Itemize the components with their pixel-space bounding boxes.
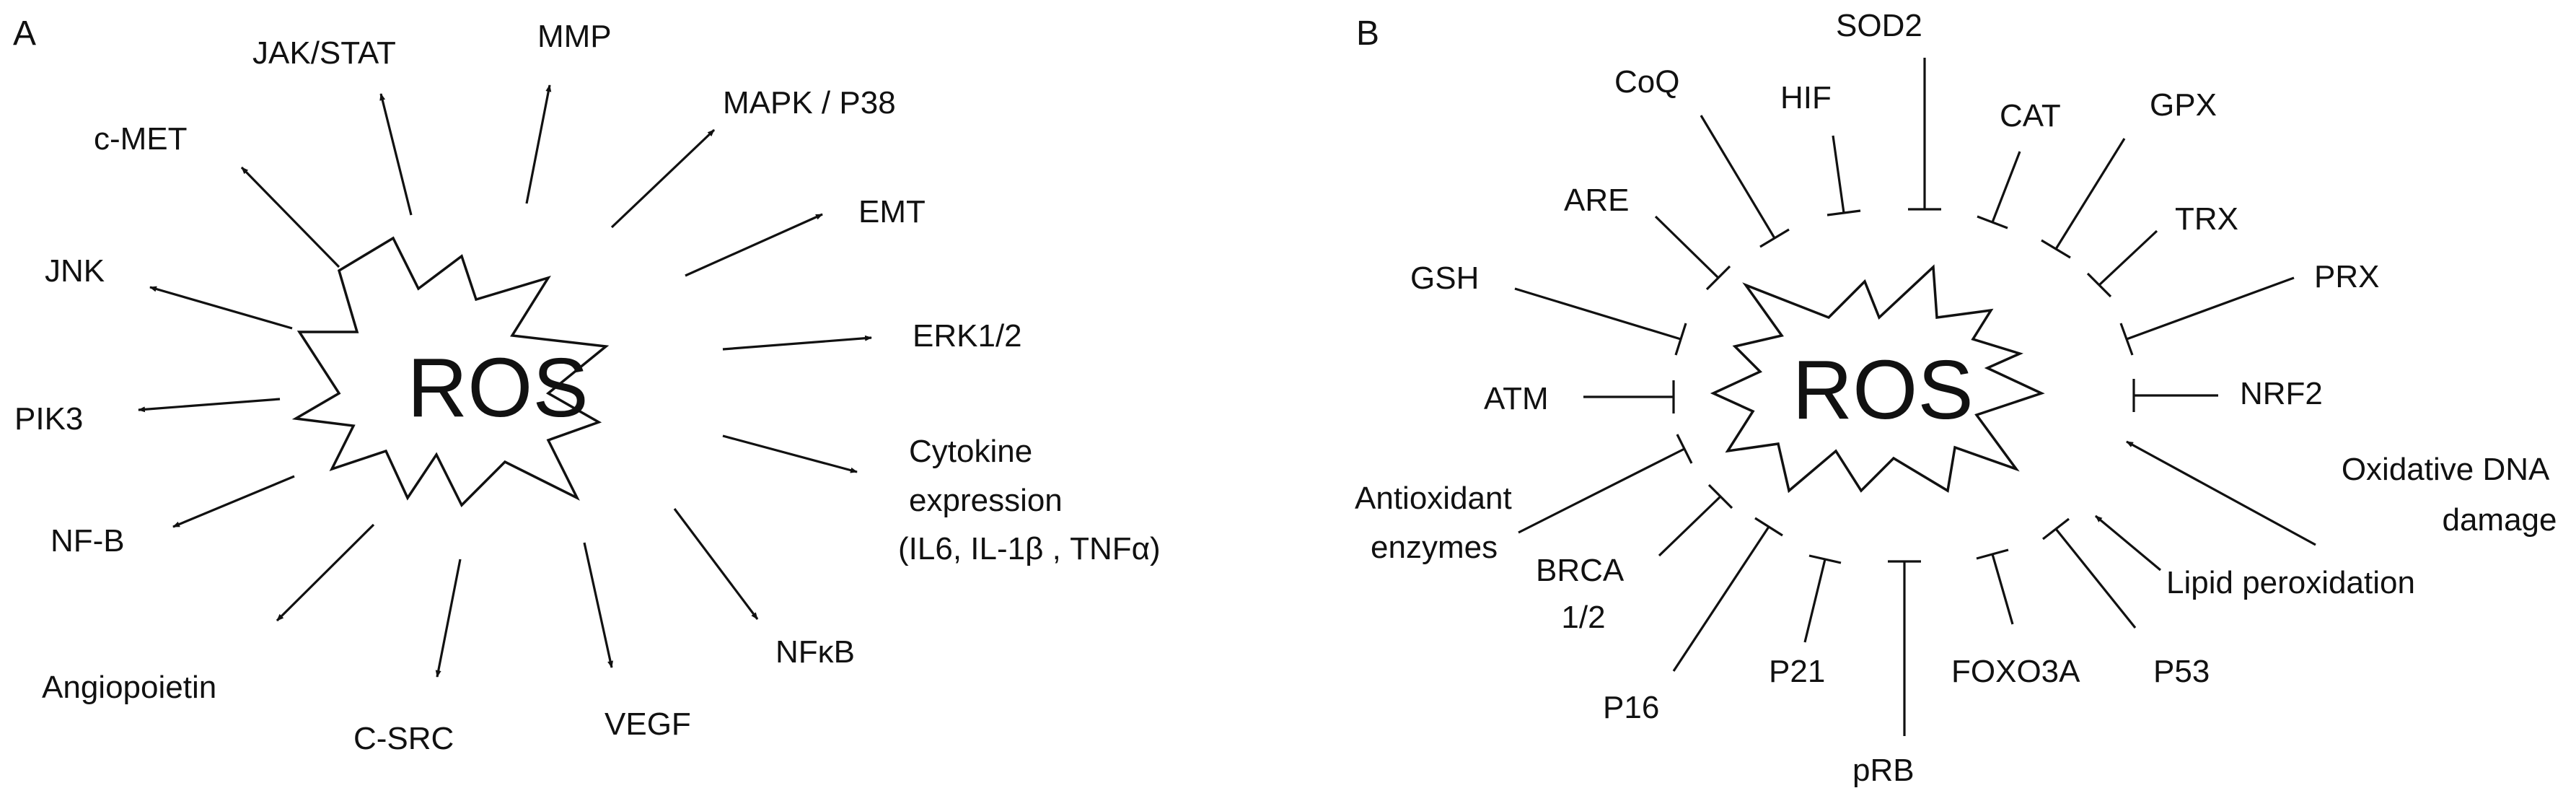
arrow-nfkb bbox=[673, 508, 759, 620]
arrow-angiopoietin bbox=[276, 523, 375, 622]
label-hif: HIF bbox=[1780, 80, 1832, 115]
label-cytokine-line1: Cytokine bbox=[909, 434, 1032, 469]
label-atm: ATM bbox=[1484, 381, 1549, 416]
inhibit-coq bbox=[1700, 115, 1790, 248]
label-oxidative-dna: Oxidative DNA damage bbox=[2342, 452, 2557, 538]
label-c-met: c-MET bbox=[94, 121, 188, 157]
label-are: ARE bbox=[1564, 183, 1629, 218]
inhibit-hif bbox=[1827, 135, 1861, 216]
inhibit-prx bbox=[2119, 276, 2295, 356]
inhibit-are bbox=[1654, 215, 1731, 291]
inhibit-p53 bbox=[2042, 517, 2137, 629]
label-c-src: C-SRC bbox=[353, 721, 454, 756]
panel-a: A ROS JAK/STAT MMP c-MET MAPK / P38 EMT … bbox=[13, 14, 1161, 756]
label-mmp: MMP bbox=[537, 19, 612, 54]
inhibit-sod2 bbox=[1908, 58, 1941, 211]
label-cytokine-line2: expression bbox=[909, 483, 1063, 518]
label-pik3: PIK3 bbox=[14, 401, 83, 437]
arrow-emt bbox=[685, 213, 823, 277]
arrow-jak-stat bbox=[379, 93, 413, 216]
label-brca-line1: BRCA bbox=[1536, 553, 1625, 588]
inhibit-foxo3a bbox=[1976, 548, 2014, 625]
panel-b-ros-burst bbox=[1710, 264, 2045, 494]
arrow-vegf bbox=[583, 542, 613, 668]
inhibit-atm bbox=[1583, 380, 1675, 413]
arrow-erk bbox=[722, 335, 872, 351]
arrow-c-src bbox=[435, 559, 462, 678]
label-sod2: SOD2 bbox=[1836, 8, 1922, 43]
arrow-c-met bbox=[240, 166, 340, 268]
label-p21: P21 bbox=[1769, 654, 1825, 689]
label-foxo3a: FOXO3A bbox=[1951, 654, 2080, 689]
label-jak-stat: JAK/STAT bbox=[252, 35, 396, 71]
panel-a-letter: A bbox=[13, 14, 36, 53]
panel-b: B ROS bbox=[1355, 8, 2557, 788]
label-prb: pRB bbox=[1852, 753, 1915, 788]
inhibit-gsh bbox=[1514, 287, 1687, 356]
inhibit-gpx bbox=[2041, 138, 2126, 259]
inhibit-trx bbox=[2086, 229, 2158, 298]
label-vegf: VEGF bbox=[605, 706, 691, 742]
label-p16: P16 bbox=[1603, 690, 1659, 725]
label-emt: EMT bbox=[858, 194, 926, 229]
inhibit-p21 bbox=[1803, 554, 1842, 643]
inhibit-cat bbox=[1977, 151, 2021, 229]
arrow-lipid bbox=[2094, 515, 2162, 572]
label-nrf2: NRF2 bbox=[2240, 376, 2323, 411]
label-brca-line2: 1/2 bbox=[1561, 600, 1605, 635]
label-p53: P53 bbox=[2153, 654, 2210, 689]
label-lipid: Lipid peroxidation bbox=[2166, 565, 2415, 600]
inhibit-brca bbox=[1658, 483, 1733, 557]
inhibit-p16 bbox=[1672, 517, 1783, 672]
arrow-mapk bbox=[610, 128, 716, 229]
arrow-cytokine bbox=[722, 434, 858, 473]
label-brca: BRCA 1/2 bbox=[1536, 553, 1631, 635]
arrow-mmp bbox=[525, 84, 552, 204]
label-antioxidant: Antioxidant enzymes bbox=[1355, 481, 1521, 565]
arrow-nf-b bbox=[172, 475, 295, 528]
label-gpx: GPX bbox=[2150, 87, 2217, 123]
label-nf-b: NF-B bbox=[50, 523, 125, 559]
label-oxidative-dna-line2: damage bbox=[2442, 502, 2557, 538]
panel-a-ros-burst bbox=[291, 236, 610, 507]
panel-b-letter: B bbox=[1356, 14, 1379, 53]
label-oxidative-dna-line1: Oxidative DNA bbox=[2342, 452, 2550, 487]
label-coq: CoQ bbox=[1614, 64, 1679, 100]
inhibit-antioxidant bbox=[1518, 434, 1693, 534]
label-trx: TRX bbox=[2175, 201, 2238, 237]
label-jnk: JNK bbox=[45, 253, 105, 289]
label-cytokine: Cytokine expression (IL6, IL-1β , TNFα) bbox=[898, 434, 1161, 566]
label-mapk: MAPK / P38 bbox=[723, 85, 896, 121]
panel-a-ros-label: ROS bbox=[407, 341, 588, 434]
arrow-oxidative-dna bbox=[2126, 440, 2316, 546]
label-prx: PRX bbox=[2314, 259, 2379, 294]
arrow-jnk bbox=[149, 286, 293, 330]
label-gsh: GSH bbox=[1410, 261, 1479, 296]
label-cat: CAT bbox=[2000, 98, 2061, 134]
inhibit-nrf2 bbox=[2132, 379, 2218, 412]
label-erk: ERK1/2 bbox=[913, 318, 1022, 354]
inhibit-prb bbox=[1888, 560, 1921, 736]
label-nfkb: NFκB bbox=[775, 634, 855, 670]
label-antioxidant-line2: enzymes bbox=[1371, 530, 1498, 565]
panel-b-ros-label: ROS bbox=[1792, 343, 1973, 437]
label-angiopoietin: Angiopoietin bbox=[42, 670, 216, 705]
label-cytokine-line3: (IL6, IL-1β , TNFα) bbox=[898, 531, 1161, 566]
arrow-pik3 bbox=[138, 398, 281, 413]
label-antioxidant-line1: Antioxidant bbox=[1355, 481, 1512, 516]
